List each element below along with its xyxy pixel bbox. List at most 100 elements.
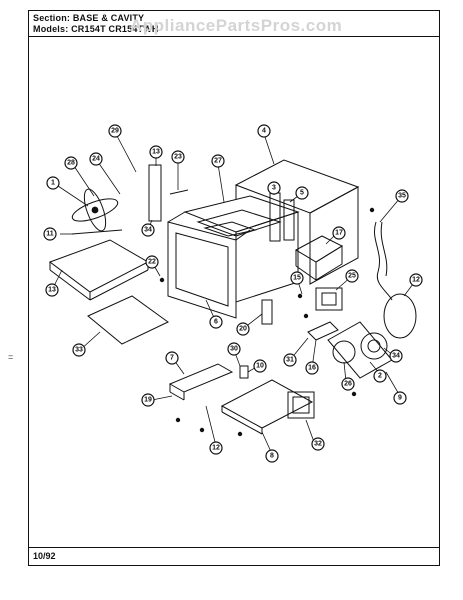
svg-text:34: 34 — [392, 353, 400, 360]
callout-34: 34 — [141, 223, 155, 237]
callout-17: 16 — [305, 361, 319, 375]
footer-date: 10/92 — [33, 551, 56, 561]
svg-text:26: 26 — [344, 381, 352, 388]
callout-22: 23 — [171, 150, 185, 164]
callout-5: 5 — [295, 186, 309, 200]
svg-text:1: 1 — [51, 180, 55, 187]
callout-35: 35 — [395, 189, 409, 203]
svg-text:19: 19 — [144, 397, 152, 404]
blower-housing — [383, 293, 417, 339]
svg-text:12: 12 — [412, 277, 420, 284]
svg-text:11: 11 — [46, 231, 54, 238]
callout-1: 1 — [46, 176, 60, 190]
callout-10: 10 — [253, 359, 267, 373]
svg-text:5: 5 — [300, 190, 304, 197]
oven-cavity — [183, 195, 300, 303]
watermark: AppliancePartsPros.com — [130, 16, 343, 35]
base-tray — [48, 239, 150, 301]
svg-text:23: 23 — [174, 154, 182, 161]
callout-4: 4 — [257, 124, 271, 138]
callout-32: 33 — [72, 343, 86, 357]
models-label: Models: — [33, 24, 69, 34]
callout-19: 19 — [141, 393, 155, 407]
callout-31: 32 — [311, 437, 325, 451]
relay — [239, 365, 249, 379]
svg-text:17: 17 — [335, 230, 343, 237]
callout-7: 7 — [165, 351, 179, 365]
section-line: Section: BASE & CAVITY — [33, 13, 144, 23]
callout-2: 2 — [373, 369, 387, 383]
svg-text:15: 15 — [293, 275, 301, 282]
models-value: CR154T CR154TWH — [71, 24, 159, 34]
parts-diagram-sheet: Section: BASE & CAVITY Models: CR154T CR… — [28, 10, 440, 566]
svg-text:35: 35 — [398, 193, 406, 200]
callout-23: 24 — [89, 152, 103, 166]
section-label: Section: — [33, 13, 71, 23]
svg-text:24: 24 — [92, 156, 100, 163]
screws — [159, 207, 375, 437]
callout-24: 25 — [345, 269, 359, 283]
switch-5 — [283, 199, 295, 241]
fan-blade — [71, 188, 119, 232]
callout-13: 12 — [409, 273, 423, 287]
mount-bracket — [261, 299, 273, 325]
svg-text:34: 34 — [144, 227, 152, 234]
callout-8: 8 — [265, 449, 279, 463]
svg-text:25: 25 — [348, 273, 356, 280]
callout-27: 28 — [64, 156, 78, 170]
callout-3: 3 — [267, 181, 281, 195]
callout-33: 34 — [389, 349, 403, 363]
callout-11: 11 — [43, 227, 57, 241]
svg-text:33: 33 — [75, 347, 83, 354]
svg-text:2: 2 — [378, 373, 382, 380]
callout-28: 29 — [108, 124, 122, 138]
callout-14: 13 — [149, 145, 163, 159]
callout-21: 22 — [145, 255, 159, 269]
svg-text:32: 32 — [314, 441, 322, 448]
models-line: Models: CR154T CR154TWH — [33, 24, 159, 34]
transformer — [294, 235, 344, 281]
callout-9: 9 — [393, 391, 407, 405]
callout-26: 27 — [211, 154, 225, 168]
leader-lines — [51, 133, 417, 455]
svg-text:13: 13 — [48, 287, 56, 294]
svg-text:8: 8 — [270, 453, 274, 460]
spring — [169, 189, 189, 195]
filter-pad — [87, 295, 169, 345]
base-plate — [220, 379, 314, 435]
svg-text:30: 30 — [230, 346, 238, 353]
callout-15: 13 — [45, 283, 59, 297]
control-bracket — [168, 363, 234, 401]
svg-text:28: 28 — [67, 160, 75, 167]
svg-text:6: 6 — [214, 319, 218, 326]
svg-text:16: 16 — [308, 365, 316, 372]
wire-harness — [374, 221, 393, 301]
svg-text:13: 13 — [152, 149, 160, 156]
callout-18: 17 — [332, 226, 346, 240]
outer-cabinet — [234, 159, 360, 285]
callout-12: 12 — [209, 441, 223, 455]
capacitor — [287, 391, 315, 419]
svg-text:22: 22 — [148, 259, 156, 266]
svg-text:27: 27 — [214, 158, 222, 165]
svg-text:3: 3 — [272, 185, 276, 192]
callout-16: 15 — [290, 271, 304, 285]
svg-text:10: 10 — [256, 363, 264, 370]
callout-30: 31 — [283, 353, 297, 367]
callout-20: 20 — [236, 322, 250, 336]
front-frame — [167, 211, 251, 319]
callout-25: 26 — [341, 377, 355, 391]
latch-bracket — [148, 164, 162, 222]
svg-text:12: 12 — [212, 445, 220, 452]
svg-text:29: 29 — [111, 128, 119, 135]
svg-text:4: 4 — [262, 128, 266, 135]
thermostat — [307, 321, 339, 341]
callout-6: 6 — [209, 315, 223, 329]
magnetron — [315, 287, 343, 311]
header-divider — [29, 36, 439, 37]
blower-wheel — [360, 332, 388, 360]
svg-text:31: 31 — [286, 357, 294, 364]
svg-text:20: 20 — [239, 326, 247, 333]
section-value: BASE & CAVITY — [72, 13, 145, 23]
